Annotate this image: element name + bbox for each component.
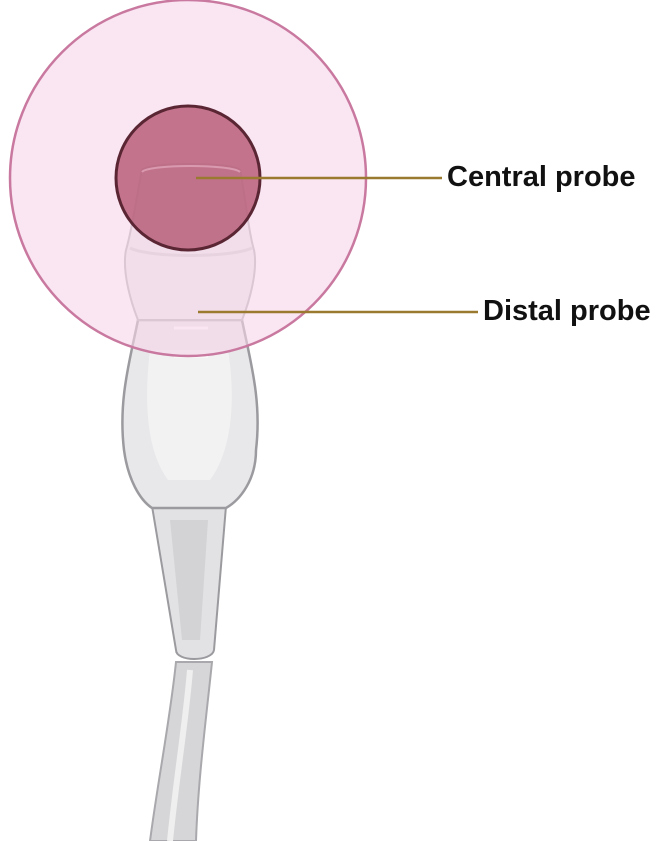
distal-probe-label: Distal probe	[483, 297, 651, 326]
handle-highlight	[147, 350, 232, 480]
central-probe-label: Central probe	[447, 163, 636, 192]
